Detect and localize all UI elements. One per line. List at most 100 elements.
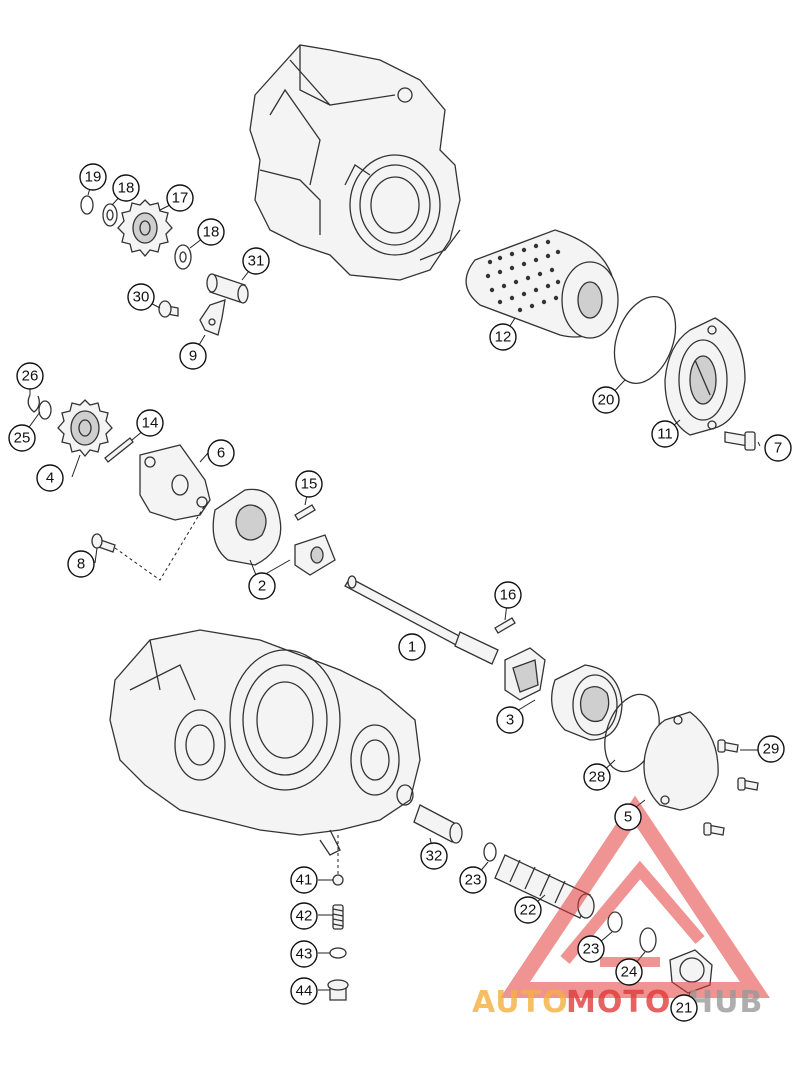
washer-25	[38, 400, 52, 420]
callout-5: 5	[614, 803, 642, 831]
watermark-part-auto: AUTO	[472, 985, 569, 1020]
svg-text:11: 11	[657, 426, 673, 443]
svg-text:32: 32	[426, 848, 443, 865]
o-ring-20	[613, 295, 677, 385]
washer-18a	[102, 203, 118, 227]
callout-17: 17	[166, 184, 194, 212]
svg-text:29: 29	[763, 741, 780, 758]
callout-43: 43	[290, 940, 318, 968]
gear-4	[57, 399, 113, 458]
svg-text:22: 22	[520, 902, 537, 919]
svg-text:20: 20	[598, 392, 615, 409]
svg-text:16: 16	[500, 587, 517, 604]
callout-11: 11	[651, 420, 679, 448]
pump-cover-6	[139, 444, 211, 521]
callout-31: 31	[242, 247, 270, 275]
svg-text:18: 18	[118, 180, 135, 197]
watermark-part-hub: HUB	[688, 985, 763, 1020]
svg-text:42: 42	[296, 908, 313, 925]
upper-engine-case	[249, 44, 461, 281]
bushing-31	[206, 273, 249, 304]
svg-text:18: 18	[203, 224, 220, 241]
svg-text:3: 3	[506, 712, 514, 729]
lower-engine-case	[109, 629, 421, 856]
callout-2: 2	[248, 572, 276, 600]
svg-text:41: 41	[296, 872, 313, 889]
callout-24: 24	[615, 958, 643, 986]
callout-23b: 23	[577, 935, 605, 963]
svg-text:7: 7	[774, 440, 782, 457]
svg-text:23: 23	[583, 941, 600, 958]
watermark-triangle	[500, 795, 770, 998]
callout-7: 7	[764, 434, 792, 462]
svg-text:5: 5	[624, 809, 632, 826]
washer-19	[80, 195, 94, 215]
svg-text:1: 1	[408, 639, 416, 656]
washer-18b	[174, 244, 192, 270]
screw-29a	[717, 739, 739, 753]
callout-8: 8	[67, 550, 95, 578]
callout-9: 9	[179, 342, 207, 370]
lock-plate-9	[199, 299, 226, 336]
callout-6: 6	[207, 439, 235, 467]
svg-text:43: 43	[296, 946, 313, 963]
bolt-30	[158, 300, 179, 318]
gear-17	[117, 199, 173, 258]
pin-15	[294, 504, 316, 521]
callout-1: 1	[398, 633, 426, 661]
pin-16	[494, 617, 516, 634]
svg-text:15: 15	[301, 476, 318, 493]
callout-18b: 18	[197, 218, 225, 246]
callout-23a: 23	[459, 866, 487, 894]
screw-7	[724, 431, 756, 451]
screw-29c	[703, 822, 725, 836]
callout-41: 41	[290, 866, 318, 894]
filter-cover	[664, 317, 746, 436]
svg-text:14: 14	[142, 415, 159, 432]
svg-text:19: 19	[85, 169, 102, 186]
o-ring-24	[639, 927, 657, 953]
callout-21: 21	[670, 994, 698, 1022]
svg-text:17: 17	[172, 190, 189, 207]
washer-43	[329, 947, 347, 959]
svg-text:6: 6	[217, 445, 225, 462]
callout-26: 26	[16, 362, 44, 390]
callout-30: 30	[127, 283, 155, 311]
plug-44	[327, 979, 349, 1001]
screw-29b	[737, 777, 759, 791]
o-ring-23b	[607, 911, 623, 933]
pump-rotor-2	[212, 488, 336, 576]
callout-16: 16	[494, 581, 522, 609]
svg-text:8: 8	[77, 556, 85, 573]
callout-4: 4	[36, 464, 64, 492]
svg-text:44: 44	[296, 983, 313, 1000]
pump-cover-5	[643, 711, 719, 811]
callout-29: 29	[757, 735, 785, 763]
callout-44: 44	[290, 977, 318, 1005]
callout-42: 42	[290, 902, 318, 930]
svg-text:2: 2	[258, 578, 266, 595]
pump-rotor-3	[504, 647, 623, 741]
svg-text:21: 21	[676, 1000, 693, 1017]
callout-19: 19	[79, 163, 107, 191]
circlip-26	[27, 394, 40, 413]
callout-20: 20	[592, 386, 620, 414]
oil-filter	[465, 229, 619, 339]
callout-3: 3	[496, 706, 524, 734]
o-ring-23a	[483, 842, 497, 862]
callout-15: 15	[295, 470, 323, 498]
screw-8	[91, 533, 116, 553]
callouts: 1 2 3 4 5 6 7 8 9 11 12 14 15 16 17 18 1…	[8, 163, 792, 1022]
svg-text:26: 26	[22, 368, 39, 385]
callout-12: 12	[489, 323, 517, 351]
callout-25: 25	[8, 424, 36, 452]
svg-text:25: 25	[14, 430, 31, 447]
callout-14: 14	[136, 409, 164, 437]
svg-text:31: 31	[248, 253, 265, 270]
svg-text:12: 12	[495, 329, 512, 346]
pin-14	[104, 437, 134, 463]
callout-22: 22	[514, 896, 542, 924]
watermark-text: AUTO MOTO HUB	[472, 985, 763, 1020]
svg-text:28: 28	[589, 769, 606, 786]
